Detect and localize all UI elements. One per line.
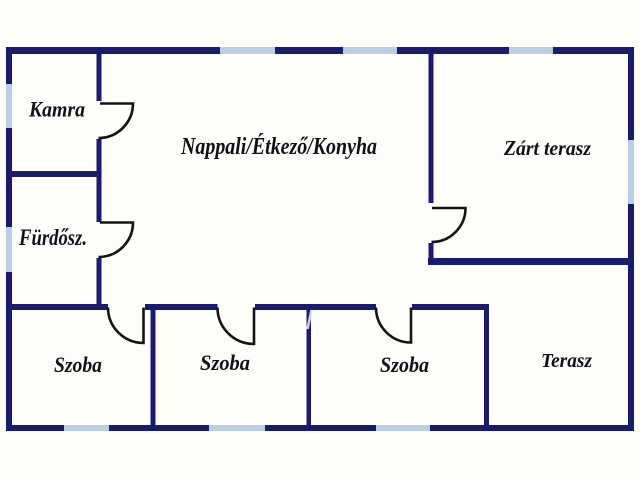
- svg-text:Fürdősz.: Fürdősz.: [18, 225, 87, 250]
- svg-text:Terasz: Terasz: [541, 350, 592, 372]
- svg-text:Szoba: Szoba: [54, 352, 102, 377]
- svg-text:Szoba: Szoba: [200, 350, 250, 375]
- svg-text:Kamra: Kamra: [28, 97, 85, 122]
- svg-text:Nappali/Étkező/Konyha: Nappali/Étkező/Konyha: [180, 134, 377, 160]
- svg-text:Zárt terasz: Zárt terasz: [503, 136, 592, 160]
- svg-text:Szoba: Szoba: [380, 352, 429, 377]
